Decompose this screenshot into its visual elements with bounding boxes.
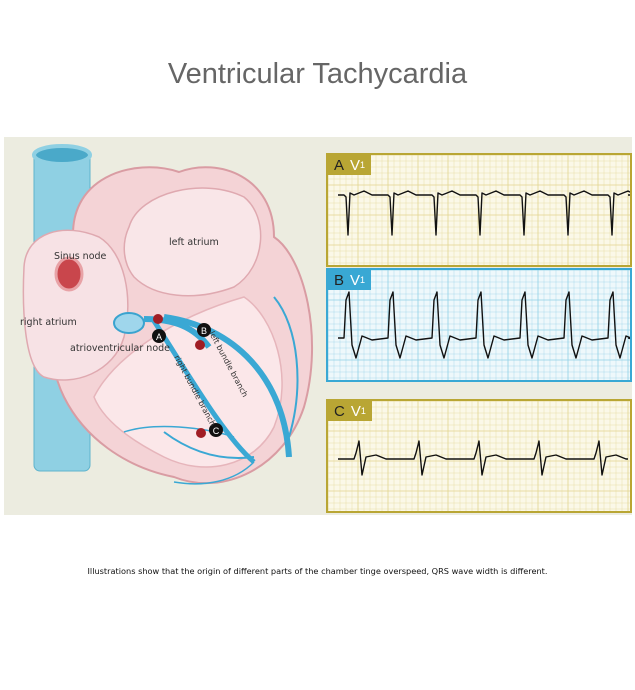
focus-dot-c (196, 428, 206, 438)
focus-dot-b (195, 340, 205, 350)
ecg-waveform (338, 440, 628, 476)
ecg-lead-sub: 1 (360, 275, 366, 285)
marker-c-circle (209, 423, 223, 437)
purkinje-4 (123, 425, 235, 438)
ecg-letter: C (334, 402, 345, 420)
ecg-grid-c (328, 401, 630, 511)
marker-a-circle (152, 329, 166, 343)
ecg-letter: A (334, 156, 345, 174)
left-atrium-shape (123, 187, 262, 297)
left-atrium-label: left atrium (169, 237, 219, 248)
av-node-shape (113, 312, 145, 334)
bundle-trunk (143, 316, 212, 349)
marker-b-circle (197, 323, 211, 337)
vena-cava-opening (32, 144, 92, 166)
heart-illustration: A B C left bundle branch right bundle br… (22, 144, 314, 485)
focus-dot-a (153, 314, 163, 324)
marker-a: A (156, 332, 162, 342)
page-title: Ventricular Tachycardia (167, 58, 468, 90)
ecg-grid-a (328, 155, 630, 265)
marker-c: C (213, 426, 220, 436)
diagram-panel: A B C left bundle branch right bundle br… (4, 137, 632, 515)
ecg-grid-b (328, 270, 630, 380)
purkinje-2 (163, 431, 255, 459)
caption: Illustrations show that the origin of di… (87, 566, 548, 576)
sinus-node (54, 256, 84, 292)
left-bundle-path (163, 314, 292, 458)
ecg-waveform (338, 291, 630, 359)
purkinje-1 (273, 296, 299, 438)
marker-b: B (201, 326, 207, 336)
right-atrium-label: right atrium (20, 317, 77, 328)
ecg-lead: V (350, 271, 361, 289)
purkinje-3 (173, 461, 255, 485)
ecg-lead: V (350, 156, 361, 174)
right-atrium-shape (22, 229, 129, 381)
av-node-label: atrioventricular node (70, 343, 171, 354)
ecg-lead-sub: 1 (360, 406, 366, 416)
sinus-node-label: Sinus node (54, 251, 107, 262)
ecg-letter: B (334, 271, 345, 289)
ecg-lead: V (350, 402, 361, 420)
ecg-waveform (338, 190, 630, 236)
ecg-lead-sub: 1 (360, 160, 366, 170)
